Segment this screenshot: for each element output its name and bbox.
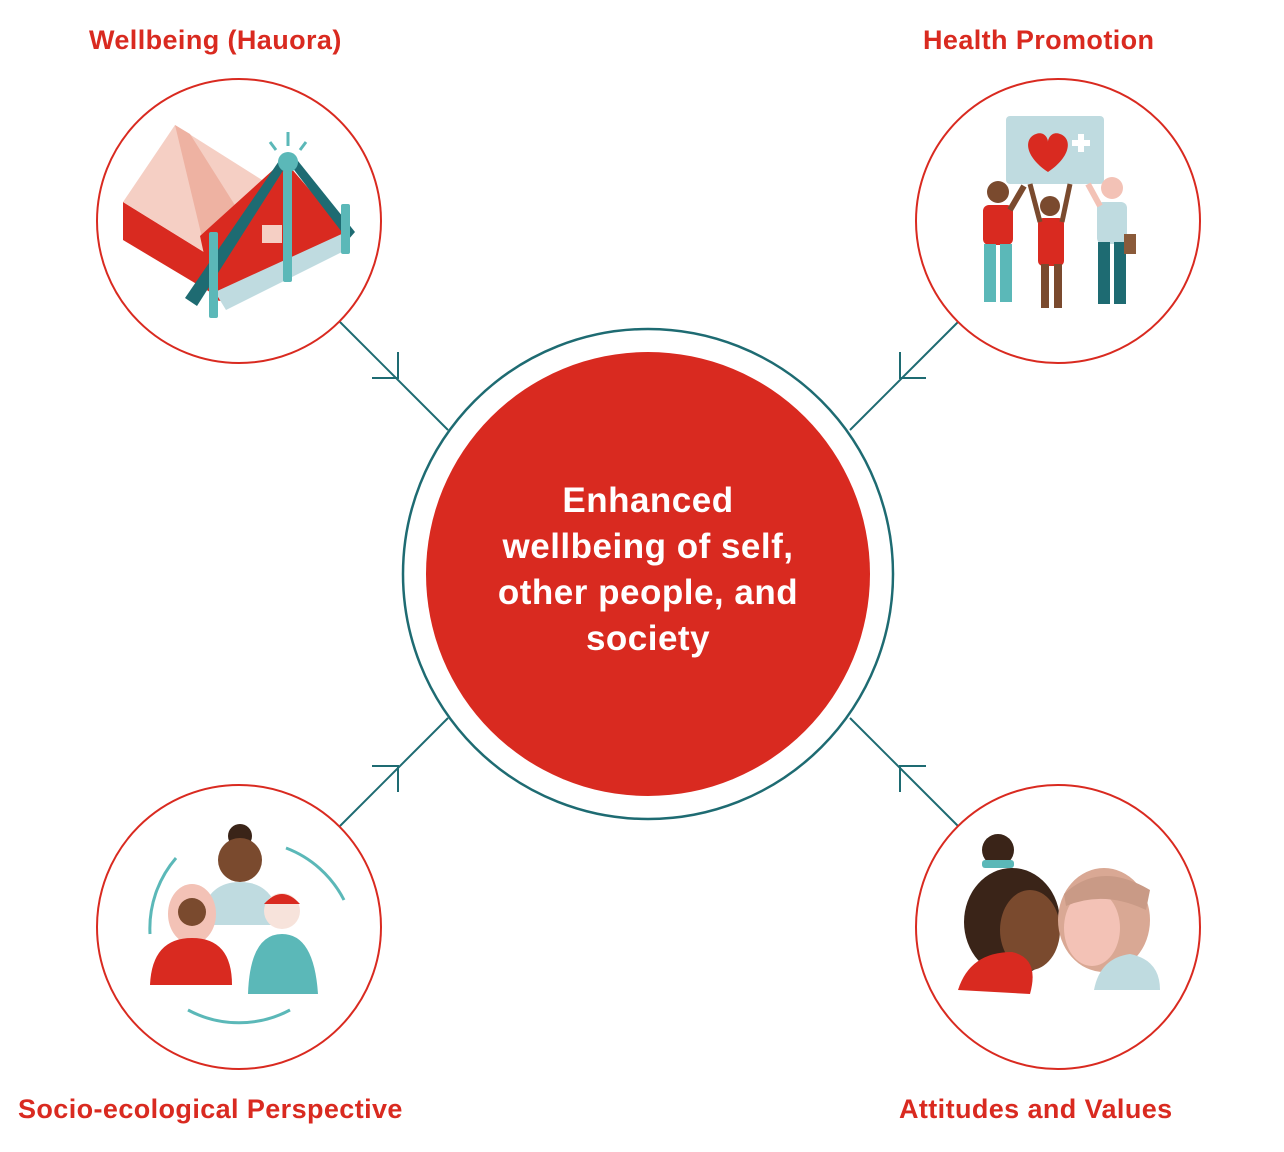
hongi-greeting-icon xyxy=(958,834,1160,994)
people-holding-heart-sign-icon xyxy=(983,116,1136,308)
center-text-line: wellbeing of self, xyxy=(502,527,794,566)
concept-circle-socio-ecological xyxy=(96,784,382,1070)
center-outer-ring xyxy=(401,327,895,821)
connector-bottom-left xyxy=(339,717,449,827)
connector-top-right xyxy=(849,321,959,431)
center-text: Enhanced wellbeing of self, other people… xyxy=(448,478,848,662)
group-of-people-icon xyxy=(148,824,346,1025)
wharenui-house-icon xyxy=(123,125,355,318)
center-text-line: other people, and xyxy=(497,573,799,612)
label-attitudes-and-values: Attitudes and Values xyxy=(899,1094,1173,1124)
label-socio-ecological-perspective: Socio-ecological Perspective xyxy=(18,1094,403,1124)
label-wellbeing-hauora: Wellbeing (Hauora) xyxy=(89,25,342,55)
center-text-line: society xyxy=(585,619,711,658)
connector-top-left xyxy=(339,321,449,431)
connector-bottom-right xyxy=(849,717,959,827)
center-circle xyxy=(426,352,870,796)
center-text-line: Enhanced xyxy=(562,481,734,520)
label-health-promotion: Health Promotion xyxy=(923,25,1155,55)
